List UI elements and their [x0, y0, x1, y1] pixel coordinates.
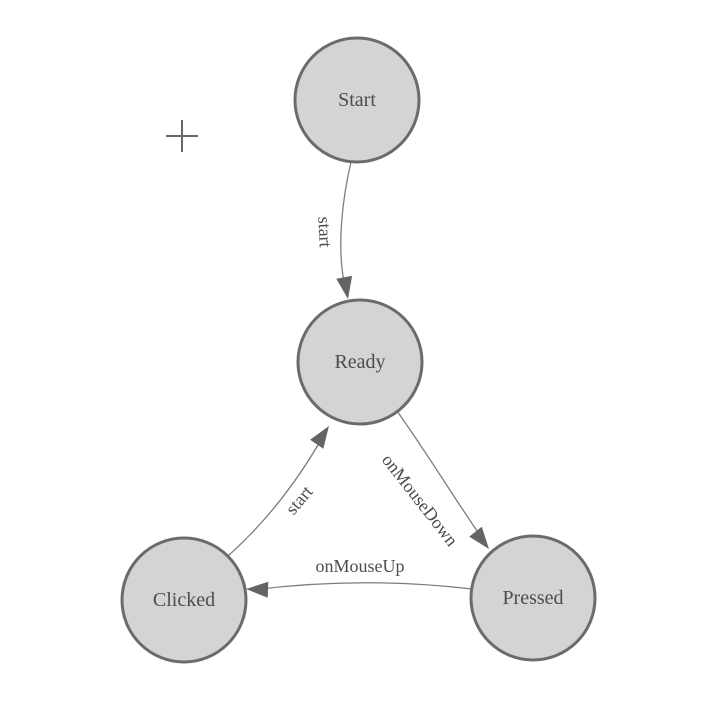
edge-path	[251, 582, 473, 591]
state-circle	[120, 536, 248, 664]
transition-edge-ready-to-pressed[interactable]: onMouseDown	[378, 410, 489, 550]
transition-edge-start-to-ready[interactable]: start	[314, 161, 353, 299]
edge-path	[227, 430, 327, 557]
state-node-start[interactable]: Start	[293, 36, 421, 164]
edge-label: start	[314, 216, 336, 248]
transition-edge-pressed-to-clicked[interactable]: onMouseUp	[246, 556, 473, 598]
edge-label: onMouseDown	[378, 450, 462, 550]
state-circle	[293, 36, 421, 164]
edge-label: onMouseUp	[316, 556, 405, 576]
arrowhead-icon	[469, 526, 489, 549]
state-label: Clicked	[153, 589, 215, 611]
arrowhead-icon	[336, 275, 353, 299]
edge-path	[340, 161, 352, 292]
state-node-ready[interactable]: Ready	[296, 298, 424, 426]
marker-layer	[166, 120, 198, 152]
state-label: Ready	[334, 351, 385, 373]
state-circle	[469, 534, 597, 662]
arrowhead-icon	[310, 426, 329, 449]
arrowhead-icon	[246, 581, 269, 598]
crosshair-marker	[166, 120, 198, 152]
state-node-clicked[interactable]: Clicked	[120, 536, 248, 664]
state-node-pressed[interactable]: Pressed	[469, 534, 597, 662]
state-circle	[296, 298, 424, 426]
state-label: Pressed	[502, 587, 563, 609]
state-label: Start	[338, 89, 376, 111]
edge-label: start	[281, 482, 316, 519]
transition-edge-clicked-to-ready[interactable]: start	[227, 426, 329, 557]
edge-path	[396, 410, 485, 542]
